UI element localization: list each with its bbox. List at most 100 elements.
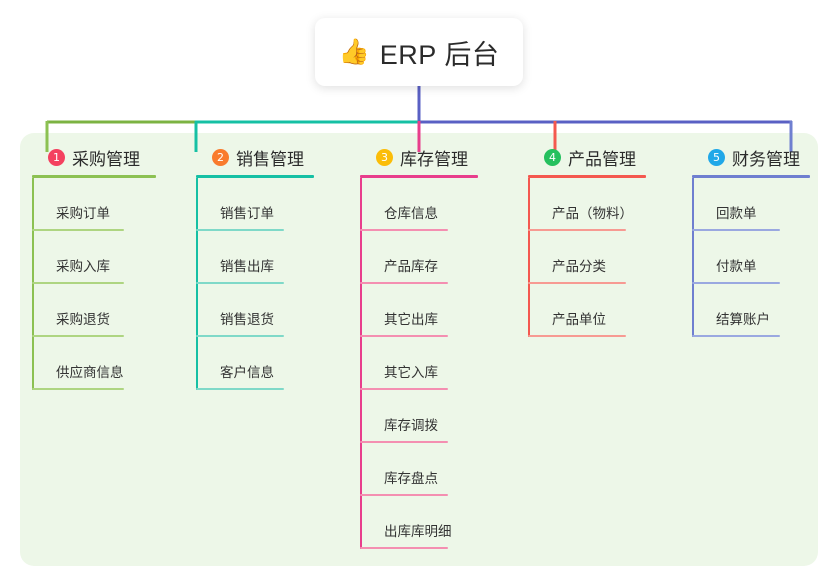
column-1: 1 采购管理采购订单采购入库采购退货供应商信息: [32, 144, 156, 390]
column-number-badge: 3: [376, 148, 393, 166]
leaf-underline: [692, 229, 780, 231]
leaf-label: 其它入库: [384, 365, 438, 380]
leaf-label: 结算账户: [716, 312, 770, 327]
root-node[interactable]: 👍 ERP 后台: [315, 18, 523, 86]
leaf-label: 库存调拨: [384, 418, 438, 433]
leaf-label: 产品单位: [552, 312, 606, 327]
column-underline: [528, 175, 646, 178]
column-title: 采购管理: [72, 149, 140, 169]
leaf-label: 出库库明细: [384, 524, 452, 539]
leaf-label: 销售订单: [220, 206, 274, 221]
column-title: 财务管理: [732, 149, 800, 169]
column-number-badge: 2: [212, 148, 229, 166]
leaf-underline: [196, 229, 284, 231]
column-trunk-line: [360, 178, 362, 549]
leaf-label: 采购订单: [56, 206, 110, 221]
column-3: 3 库存管理仓库信息产品库存其它出库其它入库库存调拨库存盘点出库库明细: [360, 144, 478, 549]
leaf-node[interactable]: 付款单: [692, 231, 810, 284]
leaf-underline: [528, 282, 626, 284]
column-header-2[interactable]: 2 销售管理: [196, 144, 314, 170]
column-underline: [32, 175, 156, 178]
column-items: 回款单付款单结算账户: [692, 178, 810, 337]
leaf-underline: [196, 282, 284, 284]
column-title: 产品管理: [568, 149, 636, 169]
column-underline: [692, 175, 810, 178]
leaf-underline: [32, 229, 124, 231]
column-title: 销售管理: [236, 149, 304, 169]
leaf-node[interactable]: 产品分类: [528, 231, 646, 284]
leaf-label: 采购退货: [56, 312, 110, 327]
leaf-underline: [196, 335, 284, 337]
leaf-underline: [32, 388, 124, 390]
column-items: 产品（物料） 产品分类产品单位: [528, 178, 646, 337]
columns-panel: [20, 133, 818, 566]
leaf-label: 供应商信息: [56, 365, 124, 380]
column-underline: [360, 175, 478, 178]
leaf-label: 其它出库: [384, 312, 438, 327]
column-header-3[interactable]: 3 库存管理: [360, 144, 478, 170]
leaf-node[interactable]: 产品库存: [360, 231, 478, 284]
column-underline: [196, 175, 314, 178]
leaf-label: 销售退货: [220, 312, 274, 327]
leaf-underline: [360, 547, 448, 549]
leaf-label: 客户信息: [220, 365, 274, 380]
leaf-underline: [692, 335, 780, 337]
leaf-node[interactable]: 其它出库: [360, 284, 478, 337]
leaf-node[interactable]: 采购退货: [32, 284, 156, 337]
leaf-node[interactable]: 采购入库: [32, 231, 156, 284]
column-items: 仓库信息产品库存其它出库其它入库库存调拨库存盘点出库库明细: [360, 178, 478, 549]
column-number-badge: 4: [544, 148, 561, 166]
leaf-label: 仓库信息: [384, 206, 438, 221]
leaf-node[interactable]: 结算账户: [692, 284, 810, 337]
leaf-node[interactable]: 采购订单: [32, 178, 156, 231]
leaf-underline: [360, 335, 448, 337]
leaf-underline: [360, 282, 448, 284]
column-header-1[interactable]: 1 采购管理: [32, 144, 156, 170]
leaf-label: 回款单: [716, 206, 757, 221]
leaf-node[interactable]: 供应商信息: [32, 337, 156, 390]
leaf-underline: [32, 335, 124, 337]
column-4: 4 产品管理产品（物料） 产品分类产品单位: [528, 144, 646, 337]
leaf-label: 销售出库: [220, 259, 274, 274]
leaf-node[interactable]: 产品单位: [528, 284, 646, 337]
leaf-underline: [360, 229, 448, 231]
leaf-node[interactable]: 客户信息: [196, 337, 314, 390]
leaf-underline: [692, 282, 780, 284]
leaf-underline: [360, 388, 448, 390]
leaf-underline: [528, 335, 626, 337]
leaf-label: 产品库存: [384, 259, 438, 274]
leaf-label: 产品（物料）: [552, 206, 633, 221]
column-items: 销售订单销售出库销售退货客户信息: [196, 178, 314, 390]
column-trunk-line: [196, 178, 198, 390]
leaf-node[interactable]: 出库库明细: [360, 496, 478, 549]
leaf-node[interactable]: 仓库信息: [360, 178, 478, 231]
leaf-underline: [528, 229, 626, 231]
column-number-badge: 1: [48, 148, 65, 166]
column-trunk-line: [692, 178, 694, 337]
leaf-node[interactable]: 库存盘点: [360, 443, 478, 496]
leaf-underline: [32, 282, 124, 284]
leaf-node[interactable]: 库存调拨: [360, 390, 478, 443]
column-trunk-line: [32, 178, 34, 390]
leaf-node[interactable]: 销售出库: [196, 231, 314, 284]
column-header-4[interactable]: 4 产品管理: [528, 144, 646, 170]
column-2: 2 销售管理销售订单销售出库销售退货客户信息: [196, 144, 314, 390]
leaf-label: 采购入库: [56, 259, 110, 274]
leaf-node[interactable]: 销售订单: [196, 178, 314, 231]
leaf-node[interactable]: 销售退货: [196, 284, 314, 337]
leaf-underline: [196, 388, 284, 390]
leaf-underline: [360, 441, 448, 443]
leaf-node[interactable]: 其它入库: [360, 337, 478, 390]
leaf-node[interactable]: 产品（物料）: [528, 178, 646, 231]
root-title: ERP 后台: [379, 39, 500, 70]
column-title: 库存管理: [400, 149, 468, 169]
leaf-label: 库存盘点: [384, 471, 438, 486]
leaf-underline: [360, 494, 448, 496]
leaf-node[interactable]: 回款单: [692, 178, 810, 231]
thumbs-up-icon: 👍: [338, 37, 370, 66]
leaf-label: 付款单: [716, 259, 757, 274]
column-trunk-line: [528, 178, 530, 337]
